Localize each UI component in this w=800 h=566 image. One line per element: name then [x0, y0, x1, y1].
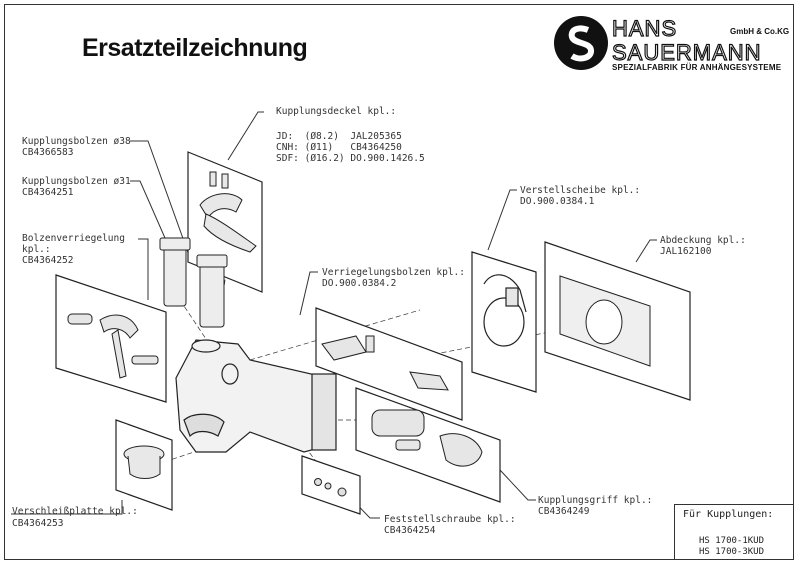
title-block: Für Kupplungen: HS 1700-1KUD HS 1700-3KU…	[674, 504, 793, 559]
leader-bolzen31	[130, 180, 166, 239]
label-kupplungsdeckel-row-sdf: SDF: (Ø16.2) DO.900.1426.5	[276, 153, 425, 164]
drawing-sheet-border	[4, 4, 794, 560]
label-bolzen31-name: Kupplungsbolzen ø31	[22, 176, 131, 187]
logo-name-line2: SAUERMANN	[611, 39, 762, 65]
frame-verstellscheibe	[471, 251, 537, 393]
label-bolzen31-code: CB4364251	[22, 187, 74, 198]
leader-abdeckung	[635, 239, 657, 263]
label-kupplungsgriff-code: CB4364249	[538, 506, 590, 517]
label-bolzenverriegelung-code: CB4364252	[22, 255, 74, 266]
label-verstellscheibe-code: DO.900.0384.1	[520, 196, 595, 207]
label-kupplungsdeckel-row-cnh: CNH: (Ø11) CB4364250	[276, 142, 402, 153]
label-verriegelungsbolzen-name: Verriegelungsbolzen kpl.:	[322, 267, 465, 278]
label-bolzenverriegelung-name2: kpl.:	[22, 244, 51, 255]
label-bolzen38-name: Kupplungsbolzen ø38	[22, 136, 131, 147]
title-block-model-1: HS 1700-1KUD	[699, 536, 765, 546]
title-block-model-2: HS 1700-3KUD	[699, 547, 765, 557]
label-kupplungsgriff-name: Kupplungsgriff kpl.:	[538, 495, 653, 506]
label-verschleissplatte-name: Verschleißplatte kpl.:	[12, 506, 138, 517]
label-verstellscheibe-name: Verstellscheibe kpl.:	[520, 185, 641, 196]
frame-bolzenverriegelung	[55, 274, 167, 403]
label-kupplungsdeckel-name: Kupplungsdeckel kpl.:	[276, 106, 397, 117]
frame-verriegelungsbolzen	[315, 307, 463, 421]
label-abdeckung-name: Abdeckung kpl.:	[660, 235, 746, 246]
page-title: Ersatzteilzeichnung	[82, 34, 308, 62]
logo-tagline: SPEZIALFABRIK FÜR ANHÄNGESYSTEME	[612, 63, 782, 72]
label-bolzenverriegelung-name: Bolzenverriegelung	[22, 233, 125, 244]
company-logo: HANS GmbH & Co.KG SAUERMANN SPEZIALFABRI…	[554, 14, 794, 80]
leader-bolzen38	[130, 140, 191, 259]
logo-s-emblem	[554, 16, 608, 70]
label-feststellschraube-name: Feststellschraube kpl.:	[384, 514, 516, 525]
label-feststellschraube-code: CB4364254	[384, 525, 436, 536]
frame-kupplungsdeckel	[187, 151, 263, 293]
leader-kupplungsdeckel	[227, 111, 264, 161]
logo-company-form: GmbH & Co.KG	[730, 27, 790, 36]
label-abdeckung-code: JAL162100	[660, 246, 712, 257]
label-verschleissplatte-code: CB4364253	[12, 518, 64, 529]
leader-verschleissplatte	[11, 500, 123, 515]
leader-verstellscheibe	[487, 189, 517, 251]
label-bolzen38-code: CB4366583	[22, 147, 74, 158]
logo-name-line1: HANS	[611, 15, 678, 41]
leader-verriegelungsbolzen	[299, 271, 318, 316]
title-block-heading: Für Kupplungen:	[683, 509, 774, 520]
leader-bolzenverriegelung	[138, 238, 149, 300]
label-verriegelungsbolzen-code: DO.900.0384.2	[322, 278, 397, 289]
label-kupplungsdeckel-row-jd: JD: (Ø8.2) JAL205365	[276, 131, 402, 142]
leader-kupplungsgriff	[499, 469, 536, 501]
